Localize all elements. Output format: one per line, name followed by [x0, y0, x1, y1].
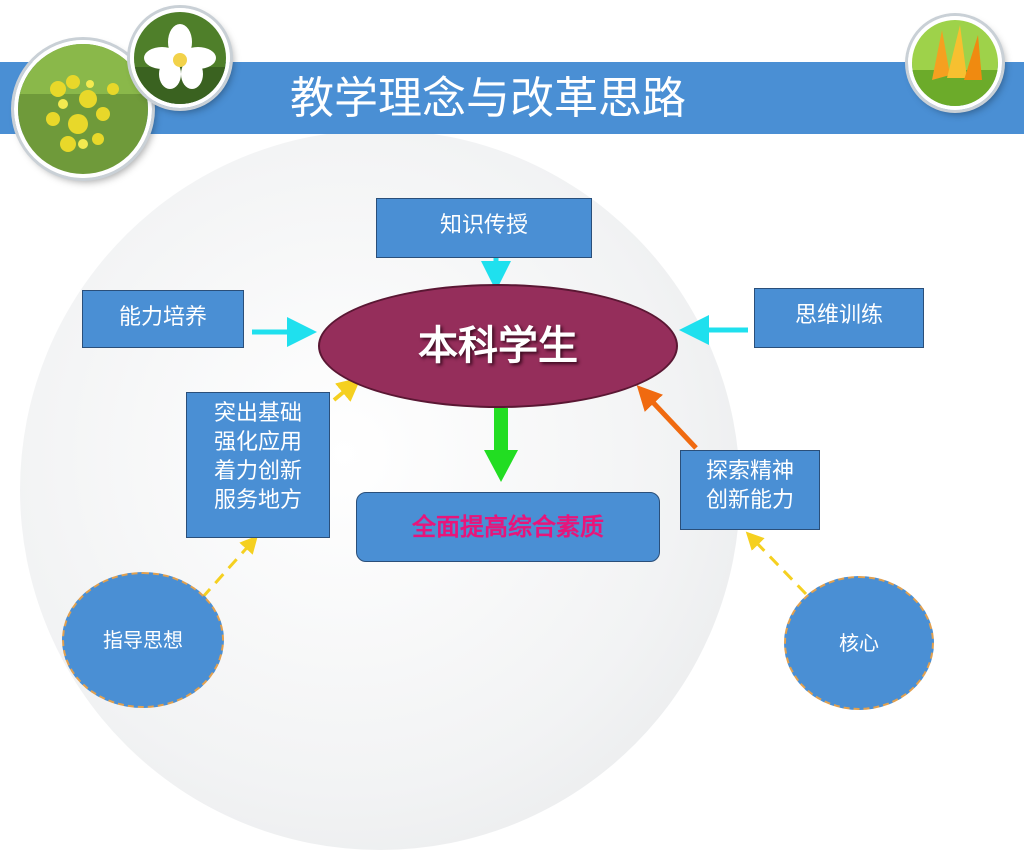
white-flower-photo-icon: [130, 8, 230, 108]
knowledge-label: 知识传授: [439, 213, 528, 238]
spirit-line: 创新能力: [705, 488, 794, 513]
principle-line: 着力创新: [213, 459, 302, 484]
ability-box: 能力培养: [82, 290, 244, 348]
arrow-circle-left-to-box: [200, 535, 258, 599]
principle-line: 突出基础: [213, 401, 302, 426]
arrow-rightlower-to-center: [636, 385, 698, 450]
principles-box: 突出基础 强化应用 着力创新 服务地方: [186, 392, 330, 538]
principle-line: 强化应用: [213, 430, 302, 455]
spirit-line: 探索精神: [705, 459, 794, 484]
knowledge-box: 知识传授: [376, 198, 592, 258]
guiding-thought-circle: 指导思想: [62, 572, 224, 708]
center-label: 本科学生: [418, 323, 578, 369]
ability-label: 能力培养: [118, 305, 207, 330]
tulip-photo-icon: [908, 16, 1002, 110]
result-label: 全面提高综合素质: [412, 513, 604, 541]
thinking-label: 思维训练: [794, 303, 883, 328]
spirit-box: 探索精神 创新能力: [680, 450, 820, 530]
arrow-circle-right-to-box: [745, 531, 808, 596]
core-circle: 核心: [784, 576, 934, 710]
core-label: 核心: [839, 631, 879, 655]
arrow-leftlower-to-center: [332, 377, 362, 402]
connector-arrows: [200, 258, 808, 599]
page-title: 教学理念与改革思路: [290, 73, 686, 124]
principle-line: 服务地方: [213, 488, 302, 513]
result-box: 全面提高综合素质: [356, 492, 660, 562]
center-node: 本科学生: [318, 284, 678, 408]
arrow-center-to-result: [484, 408, 518, 482]
guiding-thought-label: 指导思想: [103, 628, 183, 652]
thinking-box: 思维训练: [754, 288, 924, 348]
